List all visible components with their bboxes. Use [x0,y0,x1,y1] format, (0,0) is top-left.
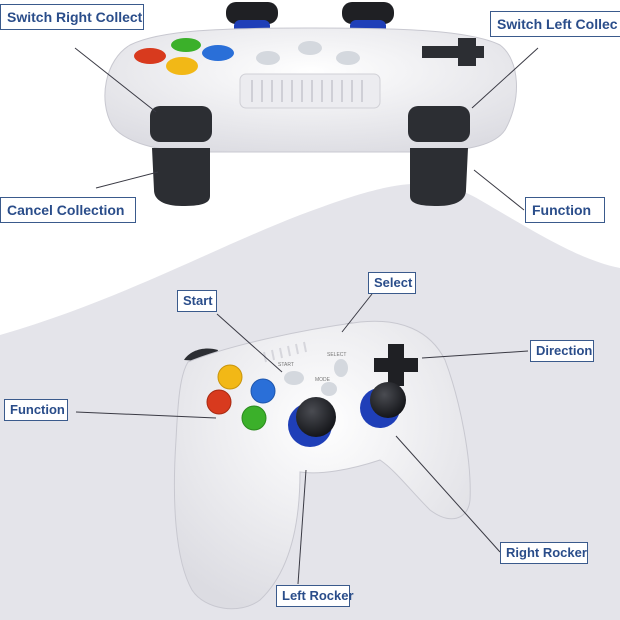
leader-left-rocker [297,469,307,585]
controller-top-view [104,2,517,206]
callout-start: Start [177,290,217,312]
top-view-small-button-2 [298,41,322,55]
leader-switch-left-collect [471,47,539,109]
front-view-button-green [241,405,267,431]
callout-function-bottom: Function [4,399,68,421]
leader-function-bottom [75,411,217,419]
top-view-dpad [422,38,484,66]
callout-cancel-collection: Cancel Collection [0,197,136,223]
front-view-mode-print: MODE [315,377,331,383]
front-view-select-button [334,359,348,377]
top-view-button-green [171,38,201,52]
top-view-button-yellow [166,57,198,75]
front-view-dpad [374,344,418,386]
leader-start [216,313,283,373]
callout-switch-left-collect: Switch Left Collec [490,11,620,37]
controller-front-view: START MODE SELECT [173,320,471,610]
front-view-button-red [206,389,232,415]
front-view-button-blue [250,378,276,404]
callout-select: Select [368,272,416,294]
leader-lines [74,47,539,585]
top-view-grille [239,73,381,109]
leader-function-top [473,169,525,211]
callout-direction: Direction [530,340,594,362]
callout-function-top: Function [525,197,605,223]
top-view-button-red [134,48,166,64]
callout-left-rocker: Left Rocker [276,585,354,607]
top-view-left-trigger [152,148,210,206]
front-view-left-stick [296,397,336,437]
front-view-mode-button [321,382,337,396]
top-view-left-stick-cap [226,2,278,24]
callout-right-rocker: Right Rocker [500,542,588,564]
front-view-right-stick [370,382,406,418]
top-view-right-trigger [410,148,468,206]
leader-switch-right-collect [74,47,157,113]
top-view-button-blue [202,45,234,61]
leader-direction [421,350,529,359]
leader-cancel-collection [95,171,159,189]
top-view-left-bumper [150,106,212,142]
top-view-right-bumper [408,106,470,142]
callout-switch-right-collect: Switch Right Collect [0,4,144,30]
front-view-select-print: SELECT [327,352,346,358]
front-view-start-print: START [278,362,294,368]
top-view-small-button-1 [256,51,280,65]
top-view-grille-slots [251,80,363,102]
leader-select [341,293,373,333]
front-view-button-yellow [217,364,243,390]
front-view-start-button [284,371,304,385]
top-view-small-button-3 [336,51,360,65]
top-view-right-stick-cap [342,2,394,24]
leader-right-rocker [395,435,501,553]
